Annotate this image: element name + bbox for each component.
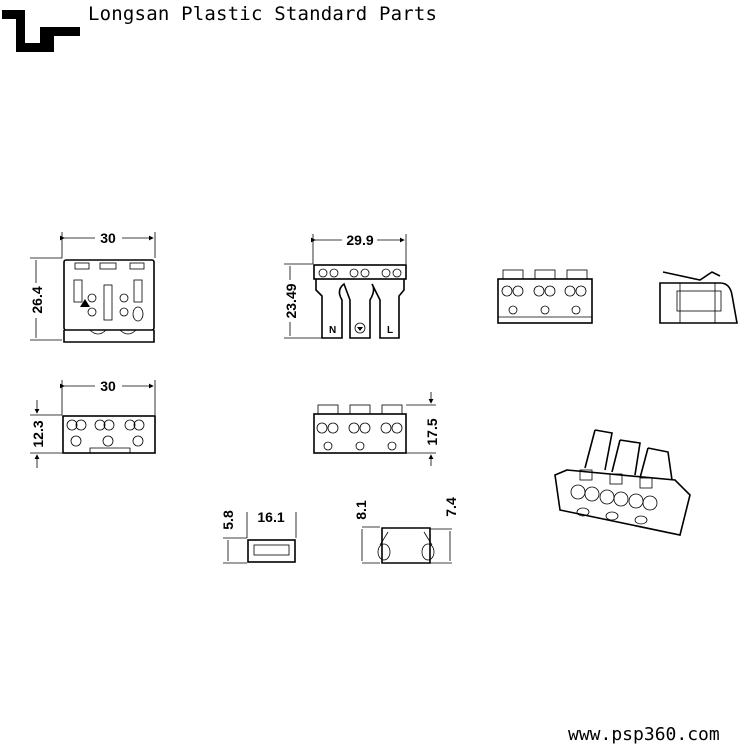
bottom-view: 30 12.3 <box>30 378 156 468</box>
end-view-width-dimension: 16.1 <box>257 509 284 525</box>
side-view-right-height-dimension: 7.4 <box>443 497 459 517</box>
isometric-view <box>554 429 691 536</box>
bottom-view-height-dimension: 12.3 <box>30 420 46 447</box>
bottom-view-width-dimension: 30 <box>100 378 116 394</box>
longsan-logo-icon <box>2 10 80 52</box>
side-view-left-height-dimension: 8.1 <box>353 500 369 520</box>
company-name-title: Longsan Plastic Standard Parts <box>88 3 438 25</box>
leg-label-l: L <box>387 325 393 336</box>
front-view-height-dimension: 23.49 <box>283 283 299 318</box>
top-view: 30 26.4 <box>29 230 156 343</box>
side-view: 8.1 7.4 <box>353 497 459 564</box>
end-view: 5.8 16.1 <box>220 509 297 564</box>
front-view-right <box>497 269 593 324</box>
front-view: 17.5 <box>313 392 440 466</box>
top-view-width-dimension: 30 <box>100 230 116 246</box>
top-view-height-dimension: 26.4 <box>29 286 45 313</box>
front-view-with-legs: 29.9 23.49 N L <box>283 232 407 339</box>
ground-symbol-icon <box>354 322 366 334</box>
side-view-right <box>659 271 738 324</box>
leg-label-n: N <box>329 325 336 336</box>
front-view-height-dimension-17-5: 17.5 <box>424 418 440 445</box>
website-url: www.psp360.com <box>568 724 720 745</box>
end-view-height-dimension: 5.8 <box>220 510 236 530</box>
front-view-width-dimension: 29.9 <box>346 232 373 248</box>
